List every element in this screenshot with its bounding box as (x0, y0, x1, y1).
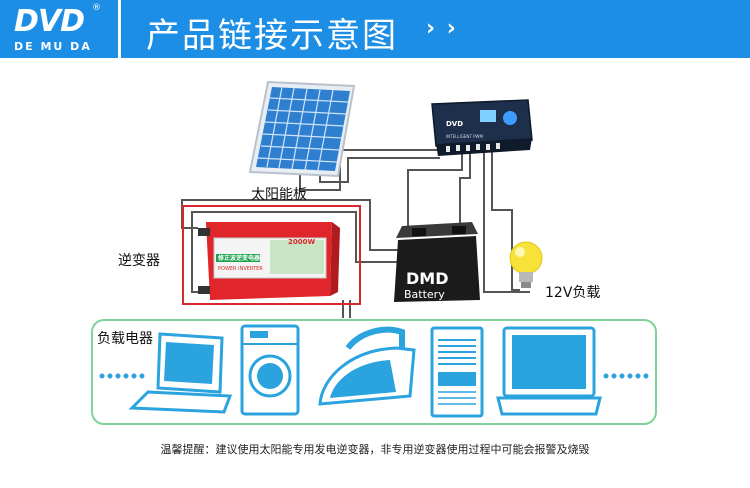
banner-divider (118, 0, 121, 58)
logo-text: DVD (14, 4, 85, 39)
logo-registered-mark: ® (92, 3, 101, 13)
battery-brand: DMD (406, 269, 448, 288)
charge-controller-icon (431, 99, 533, 156)
wiring (181, 149, 530, 318)
solar-panel-icon (248, 80, 356, 178)
light-bulb-icon (509, 241, 543, 288)
left-dots-icon (99, 373, 145, 379)
brand-logo: DVD ® DE MU DA (0, 0, 118, 58)
washing-machine-icon (240, 324, 300, 416)
warning-notice: 温馨提醒：建议使用太阳能专用发电逆变器，非专用逆变器使用过程中可能会报警及烧毁 (160, 443, 590, 456)
inverter-title: 修正波逆变电器 (217, 254, 261, 262)
battery-name: Battery (404, 288, 445, 301)
header-banner (0, 0, 750, 58)
inverter-rating: 2000W (288, 238, 315, 246)
air-conditioner-icon (430, 326, 484, 418)
tv-monitor-icon (496, 326, 602, 416)
controller-model: INTELLIGENT PWM (446, 134, 483, 139)
controller-brand: DVD (446, 120, 463, 128)
inverter-label: 逆变器 (118, 253, 160, 269)
inverter-highlight-frame (182, 205, 361, 305)
battery-icon (394, 222, 480, 302)
logo-subtext: DE MU DA (14, 40, 92, 53)
solar-panel-label: 太阳能板 (251, 187, 307, 203)
iron-icon (318, 326, 416, 406)
inverter-subtitle: POWER INVERTER (218, 266, 263, 272)
laptop-icon (128, 332, 233, 414)
inverter-icon (198, 222, 340, 300)
appliances-label: 负载电器 (97, 331, 153, 347)
double-chevron-icon: › › (426, 16, 458, 41)
12v-load-label: 12V负载 (545, 285, 601, 301)
page-title: 产品链接示意图 (146, 16, 398, 56)
right-dots-icon (603, 373, 649, 379)
